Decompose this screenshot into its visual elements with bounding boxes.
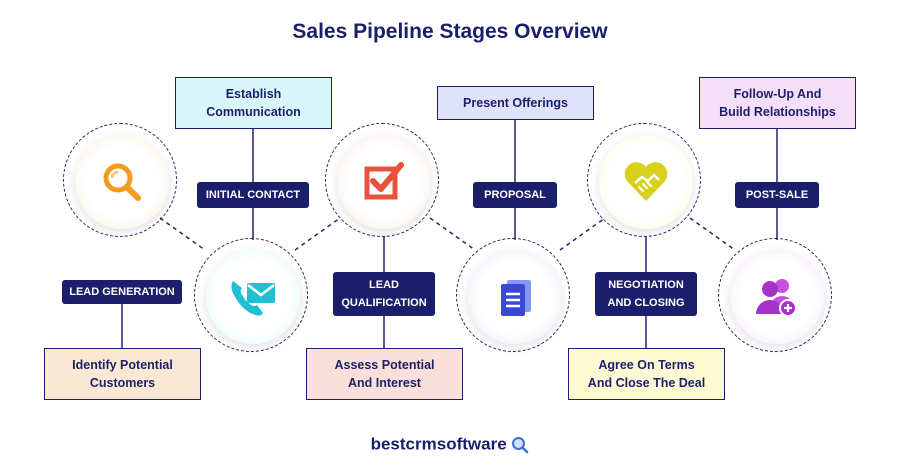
handshake-heart-icon bbox=[624, 162, 668, 201]
page-title: Sales Pipeline Stages Overview bbox=[292, 20, 608, 43]
stage-circle-post-sale bbox=[718, 238, 832, 352]
document-icon bbox=[501, 280, 531, 316]
stage-label-proposal: PROPOSAL bbox=[473, 182, 557, 208]
stage-label-negotiation: NEGOTIATION AND CLOSING bbox=[595, 272, 697, 316]
magnifier-icon bbox=[103, 163, 141, 201]
stage-label-post-sale: POST-SALE bbox=[735, 182, 819, 208]
stage-circle-initial-contact bbox=[194, 238, 308, 352]
description-box-initial-contact: Establish Communication bbox=[175, 77, 332, 129]
search-icon bbox=[512, 436, 529, 453]
stage-circle-proposal bbox=[456, 238, 570, 352]
description-box-lead-generation: Identify Potential Customers bbox=[44, 348, 201, 400]
stage-circle-lead-qualification bbox=[325, 123, 439, 237]
stage-circle-lead-generation bbox=[63, 123, 177, 237]
description-box-lead-qualification: Assess Potential And Interest bbox=[306, 348, 463, 400]
brand-logo: bestcrmsoftware bbox=[0, 434, 900, 455]
description-box-post-sale: Follow-Up And Build Relationships bbox=[699, 77, 856, 129]
user-group-add-icon bbox=[756, 279, 797, 317]
stage-label-lead-generation: LEAD GENERATION bbox=[62, 280, 182, 304]
checkbox-icon bbox=[364, 162, 404, 200]
stage-label-initial-contact: INITIAL CONTACT bbox=[197, 182, 309, 208]
description-box-proposal: Present Offerings bbox=[437, 86, 594, 120]
description-box-negotiation: Agree On Terms And Close The Deal bbox=[568, 348, 725, 400]
phone-mail-icon bbox=[231, 281, 275, 316]
stage-circle-negotiation bbox=[587, 123, 701, 237]
brand-name: bestcrmsoftware bbox=[370, 434, 507, 454]
stage-label-lead-qualification: LEAD QUALIFICATION bbox=[333, 272, 435, 316]
